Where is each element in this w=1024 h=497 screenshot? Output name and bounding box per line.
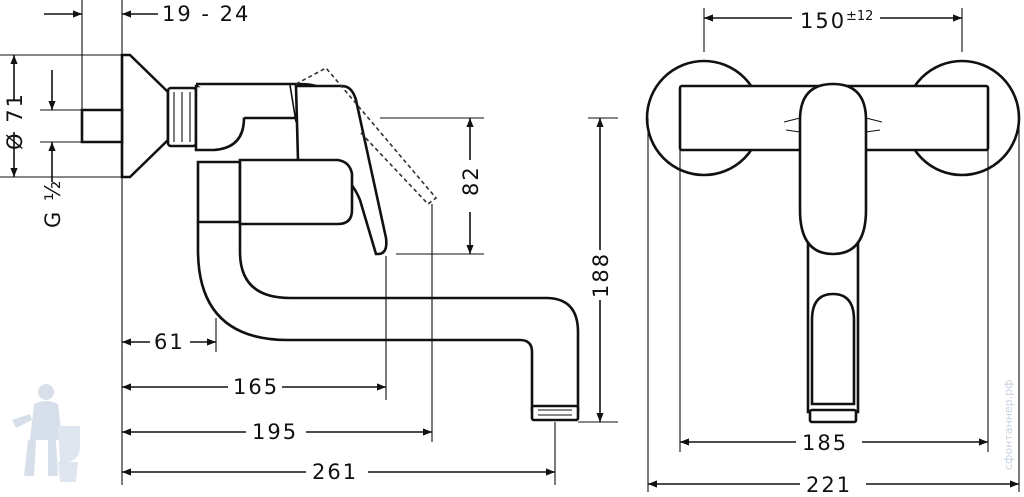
dim-width-185-label: 185 [802, 431, 848, 455]
inlet-stub [80, 108, 124, 144]
dim-centers-150-label: 150 [800, 9, 846, 33]
dim-nut-range-label: 19 - 24 [162, 2, 250, 26]
wall-flange [120, 53, 170, 179]
dim-width-221: 221 [648, 473, 1019, 497]
side-view-extension-lines [0, 0, 618, 485]
dim-nut-range: 19 - 24 [44, 2, 250, 26]
dim-flange-diameter: Ø 71 [3, 55, 27, 177]
dim-height-188-label: 188 [589, 252, 613, 298]
front-view-extension-lines [647, 8, 1020, 492]
dim-reach-165-label: 165 [233, 375, 279, 399]
front-view [645, 59, 1021, 424]
watermark-text: сфонтаннер.рф [1002, 379, 1015, 470]
dim-reach-261-label: 261 [312, 460, 358, 484]
dim-reach-165: 165 [122, 375, 386, 399]
spout-pipe-inner [238, 222, 580, 412]
dim-height-188: 188 [589, 118, 613, 422]
dim-width-221-label: 221 [806, 473, 852, 497]
dim-reach-261: 261 [122, 460, 555, 484]
dim-centers-150: 150 ±12 [704, 9, 962, 33]
dim-thread: G ½ [41, 70, 65, 228]
dim-reach-195-label: 195 [252, 420, 298, 444]
dim-centers-tolerance-label: ±12 [846, 9, 873, 24]
dim-reach-61: 61 [122, 330, 216, 354]
spout-inner-oval [810, 292, 856, 406]
dim-reach-61-label: 61 [154, 330, 185, 354]
lower-body [238, 158, 354, 226]
dim-offset-82-label: 82 [459, 165, 483, 196]
aerator [530, 404, 580, 422]
spout-collar [196, 160, 242, 224]
dim-reach-195: 195 [122, 420, 432, 444]
dim-flange-diameter-label: Ø 71 [3, 92, 27, 150]
dim-width-185: 185 [680, 431, 988, 455]
aerator-front [808, 408, 858, 424]
dim-offset-82: 82 [459, 118, 483, 254]
spout-pipe [196, 222, 534, 412]
plumber-watermark-logo [12, 384, 80, 482]
dim-thread-label: G ½ [41, 179, 65, 228]
lever-front [798, 82, 868, 256]
side-view [80, 53, 580, 422]
lever-open-position [295, 66, 438, 206]
